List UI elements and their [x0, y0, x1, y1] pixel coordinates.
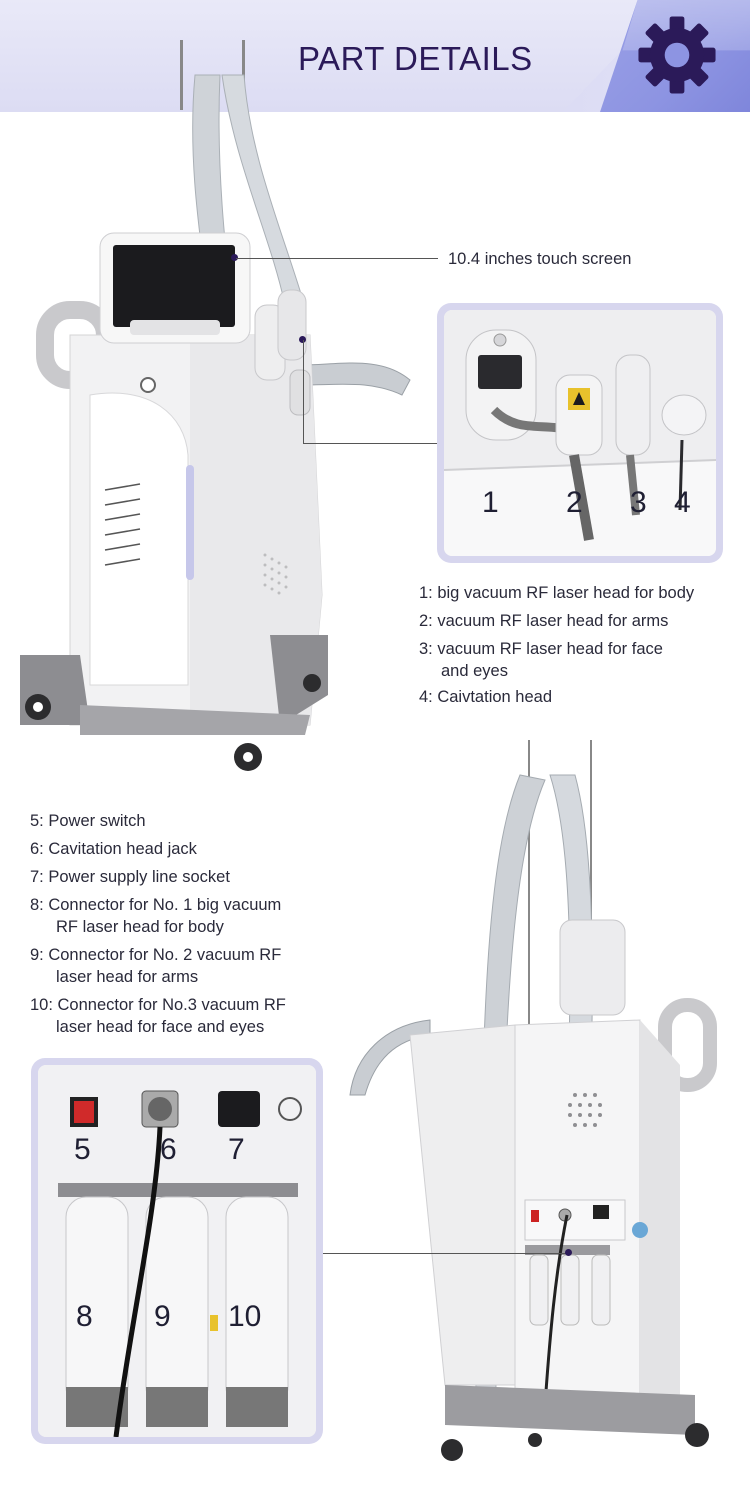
machine-back-image	[349, 740, 717, 1461]
connectors-legend-item-8: 8: Connector for No. 1 big vacuum RF las…	[30, 896, 282, 936]
heads-closeup-image	[444, 310, 716, 556]
screen-callout-line	[236, 258, 438, 259]
connectors-legend-item-6: 6: Cavitation head jack	[30, 840, 197, 858]
connectors-closeup-image	[38, 1065, 316, 1437]
heads-legend-item-3: 3: vacuum RF laser head for face and eye…	[419, 640, 663, 680]
panel-number-9: 9	[154, 1300, 171, 1333]
connectors-legend-item-7: 7: Power supply line socket	[30, 868, 230, 886]
screen-callout-label: 10.4 inches touch screen	[448, 250, 632, 268]
panel-number-7: 7	[228, 1133, 245, 1166]
connectors-legend-item-5: 5: Power switch	[30, 812, 146, 830]
heads-legend-item-4: 4: Caivtation head	[419, 688, 553, 706]
connectors-callout-dot	[565, 1249, 572, 1256]
heads-legend-item-1: 1: big vacuum RF laser head for body	[419, 584, 695, 602]
connectors-legend-item-10: 10: Connector for No.3 vacuum RF laser h…	[30, 996, 286, 1036]
screen-callout-dot	[231, 254, 238, 261]
connectors-closeup-frame: 5 6 7 8 9 10	[31, 1058, 323, 1444]
head-number-3: 3	[630, 486, 647, 519]
panel-number-10: 10	[228, 1300, 262, 1333]
heads-callout-vertical	[303, 340, 304, 443]
head-number-2: 2	[566, 486, 583, 519]
gear-icon	[638, 16, 716, 94]
panel-number-6: 6	[160, 1133, 177, 1166]
head-number-1: 1	[482, 486, 499, 519]
connectors-legend: 5: Power switch 6: Cavitation head jack …	[30, 810, 350, 1038]
heads-callout-dot	[299, 336, 306, 343]
heads-legend-item-2: 2: vacuum RF laser head for arms	[419, 612, 669, 630]
page-title: PART DETAILS	[298, 40, 533, 77]
connectors-callout-line	[322, 1253, 568, 1254]
connectors-closeup-photo: 5 6 7 8 9 10	[38, 1065, 316, 1437]
header-plate	[0, 0, 670, 112]
heads-callout-line	[303, 443, 438, 444]
heads-closeup-photo: 1 2 3 4	[444, 310, 716, 556]
head-number-4: 4	[674, 486, 691, 519]
connectors-legend-item-9: 9: Connector for No. 2 vacuum RF laser h…	[30, 946, 282, 986]
heads-legend: 1: big vacuum RF laser head for body 2: …	[419, 582, 744, 708]
panel-number-5: 5	[74, 1133, 91, 1166]
machine-front-image	[20, 40, 411, 771]
heads-closeup-frame: 1 2 3 4	[437, 303, 723, 563]
panel-number-8: 8	[76, 1300, 93, 1333]
